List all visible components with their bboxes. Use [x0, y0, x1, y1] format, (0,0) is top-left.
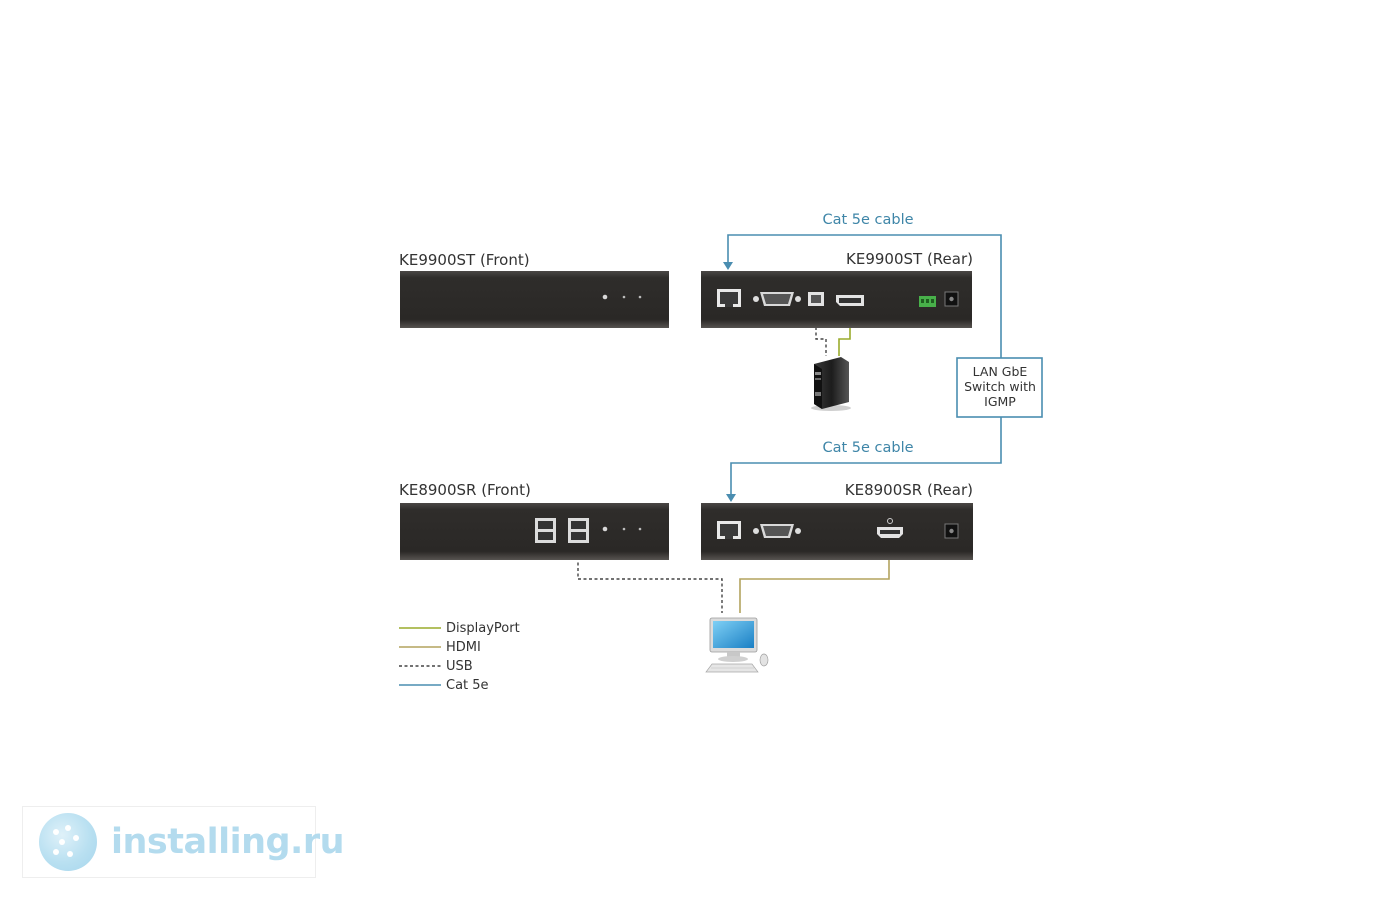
power-jack-icon — [944, 523, 959, 539]
hdmi-port-icon — [877, 518, 903, 538]
power-led — [602, 526, 608, 532]
watermark-text: installing.ru — [111, 822, 345, 862]
cable-label-top: Cat 5e cable — [822, 212, 913, 228]
serial-port-icon — [753, 292, 801, 306]
watermark-logo-icon — [39, 813, 97, 871]
cat5e-cable-bottom — [730, 417, 1002, 496]
rj45-port-icon — [717, 289, 741, 307]
displayport-port-icon — [836, 295, 864, 306]
switch-label-line3: IGMP — [984, 394, 1016, 409]
lan-switch-box: LAN GbE Switch with IGMP — [956, 357, 1043, 418]
status-led — [622, 527, 626, 531]
rx-front-label: KE8900SR (Front) — [399, 481, 531, 499]
link-led — [638, 527, 642, 531]
watermark: installing.ru — [22, 806, 345, 878]
rj45-port-icon — [717, 521, 741, 539]
usb-cable-rx — [577, 546, 723, 613]
legend-label-displayport: DisplayPort — [446, 621, 520, 636]
legend-label-hdmi: HDMI — [446, 640, 481, 655]
status-led — [622, 295, 626, 299]
switch-label-line2: Switch with — [964, 379, 1036, 394]
tx-rear-label: KE9900ST (Rear) — [846, 250, 973, 268]
legend: DisplayPort HDMI USB Cat 5e — [399, 621, 520, 693]
legend-label-usb: USB — [446, 659, 473, 674]
legend-label-cat5e: Cat 5e — [446, 678, 489, 693]
power-jack-icon — [944, 291, 959, 307]
rx-rear-device — [701, 503, 973, 560]
link-led — [638, 295, 642, 299]
cable-label-bottom: Cat 5e cable — [822, 440, 913, 456]
rx-front-device — [400, 503, 669, 560]
usb-b-port-icon — [808, 292, 824, 306]
serial-port-icon — [753, 524, 801, 538]
pc-tower-icon — [811, 357, 851, 411]
cat5e-arrow-bottom — [726, 494, 736, 502]
tx-front-device — [400, 271, 669, 328]
cat5e-arrow-top — [723, 262, 733, 270]
terminal-block-icon — [919, 296, 936, 307]
cat5e-cable-top — [727, 234, 1002, 358]
power-led — [602, 294, 608, 300]
usb-ports-icon — [535, 518, 589, 543]
tx-front-label: KE9900ST (Front) — [399, 251, 530, 269]
switch-label-line1: LAN GbE — [973, 364, 1028, 379]
rx-rear-label: KE8900SR (Rear) — [845, 481, 973, 499]
mouse-icon — [759, 653, 769, 667]
workstation-icon — [705, 617, 769, 673]
tx-rear-device — [701, 271, 972, 328]
